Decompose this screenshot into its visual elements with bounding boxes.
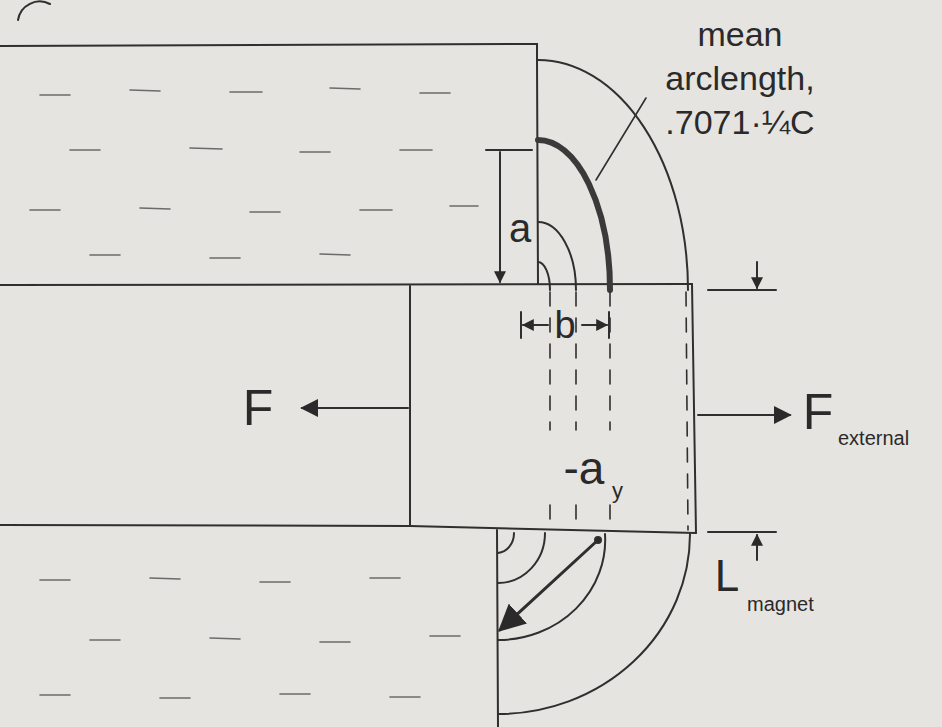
force-arrow — [698, 414, 790, 416]
dimension-tick — [708, 531, 776, 533]
dimension-tick — [520, 312, 522, 338]
flux-line — [538, 222, 576, 290]
dimension-line — [756, 262, 758, 288]
cropped-circle — [18, 1, 50, 20]
acceleration-label: -a — [564, 445, 605, 491]
flux-line — [498, 533, 514, 553]
material-hatching — [30, 88, 478, 698]
force-label: F — [243, 383, 274, 433]
magnet-right-edge — [692, 284, 696, 533]
acceleration-vector — [500, 540, 598, 630]
dimension-label: b — [554, 306, 575, 344]
magnet-top-edge — [0, 284, 692, 285]
flux-line — [498, 533, 545, 583]
dimension-line — [582, 324, 607, 326]
dimension-label: a — [509, 208, 531, 248]
subscript-label: magnet — [747, 594, 814, 614]
dimension-line — [499, 152, 501, 282]
magnet-bottom-edge — [0, 525, 696, 533]
lower-pole-piece — [497, 530, 498, 727]
flux-line — [498, 534, 605, 640]
dimension-tick — [486, 149, 532, 151]
dimension-label: L — [715, 554, 739, 598]
mean-flux-path — [538, 140, 610, 290]
dimension-tick — [708, 289, 776, 291]
leader-line — [596, 98, 646, 180]
subscript-label: y — [612, 480, 623, 502]
callout-note: mean arclength, .7071·¼C — [640, 12, 840, 145]
dimension-line — [523, 324, 548, 326]
dimension-tick — [608, 312, 610, 338]
upper-pole-piece — [0, 44, 538, 284]
force-arrow — [302, 407, 408, 409]
subscript-label: external — [838, 428, 909, 448]
flux-line — [538, 262, 550, 290]
vector-origin — [595, 537, 601, 543]
flux-line-dashed — [550, 292, 688, 530]
flux-line — [498, 534, 690, 714]
magnet-left-edge — [409, 286, 411, 526]
dimension-line — [756, 535, 758, 560]
force-label: F — [803, 387, 834, 437]
